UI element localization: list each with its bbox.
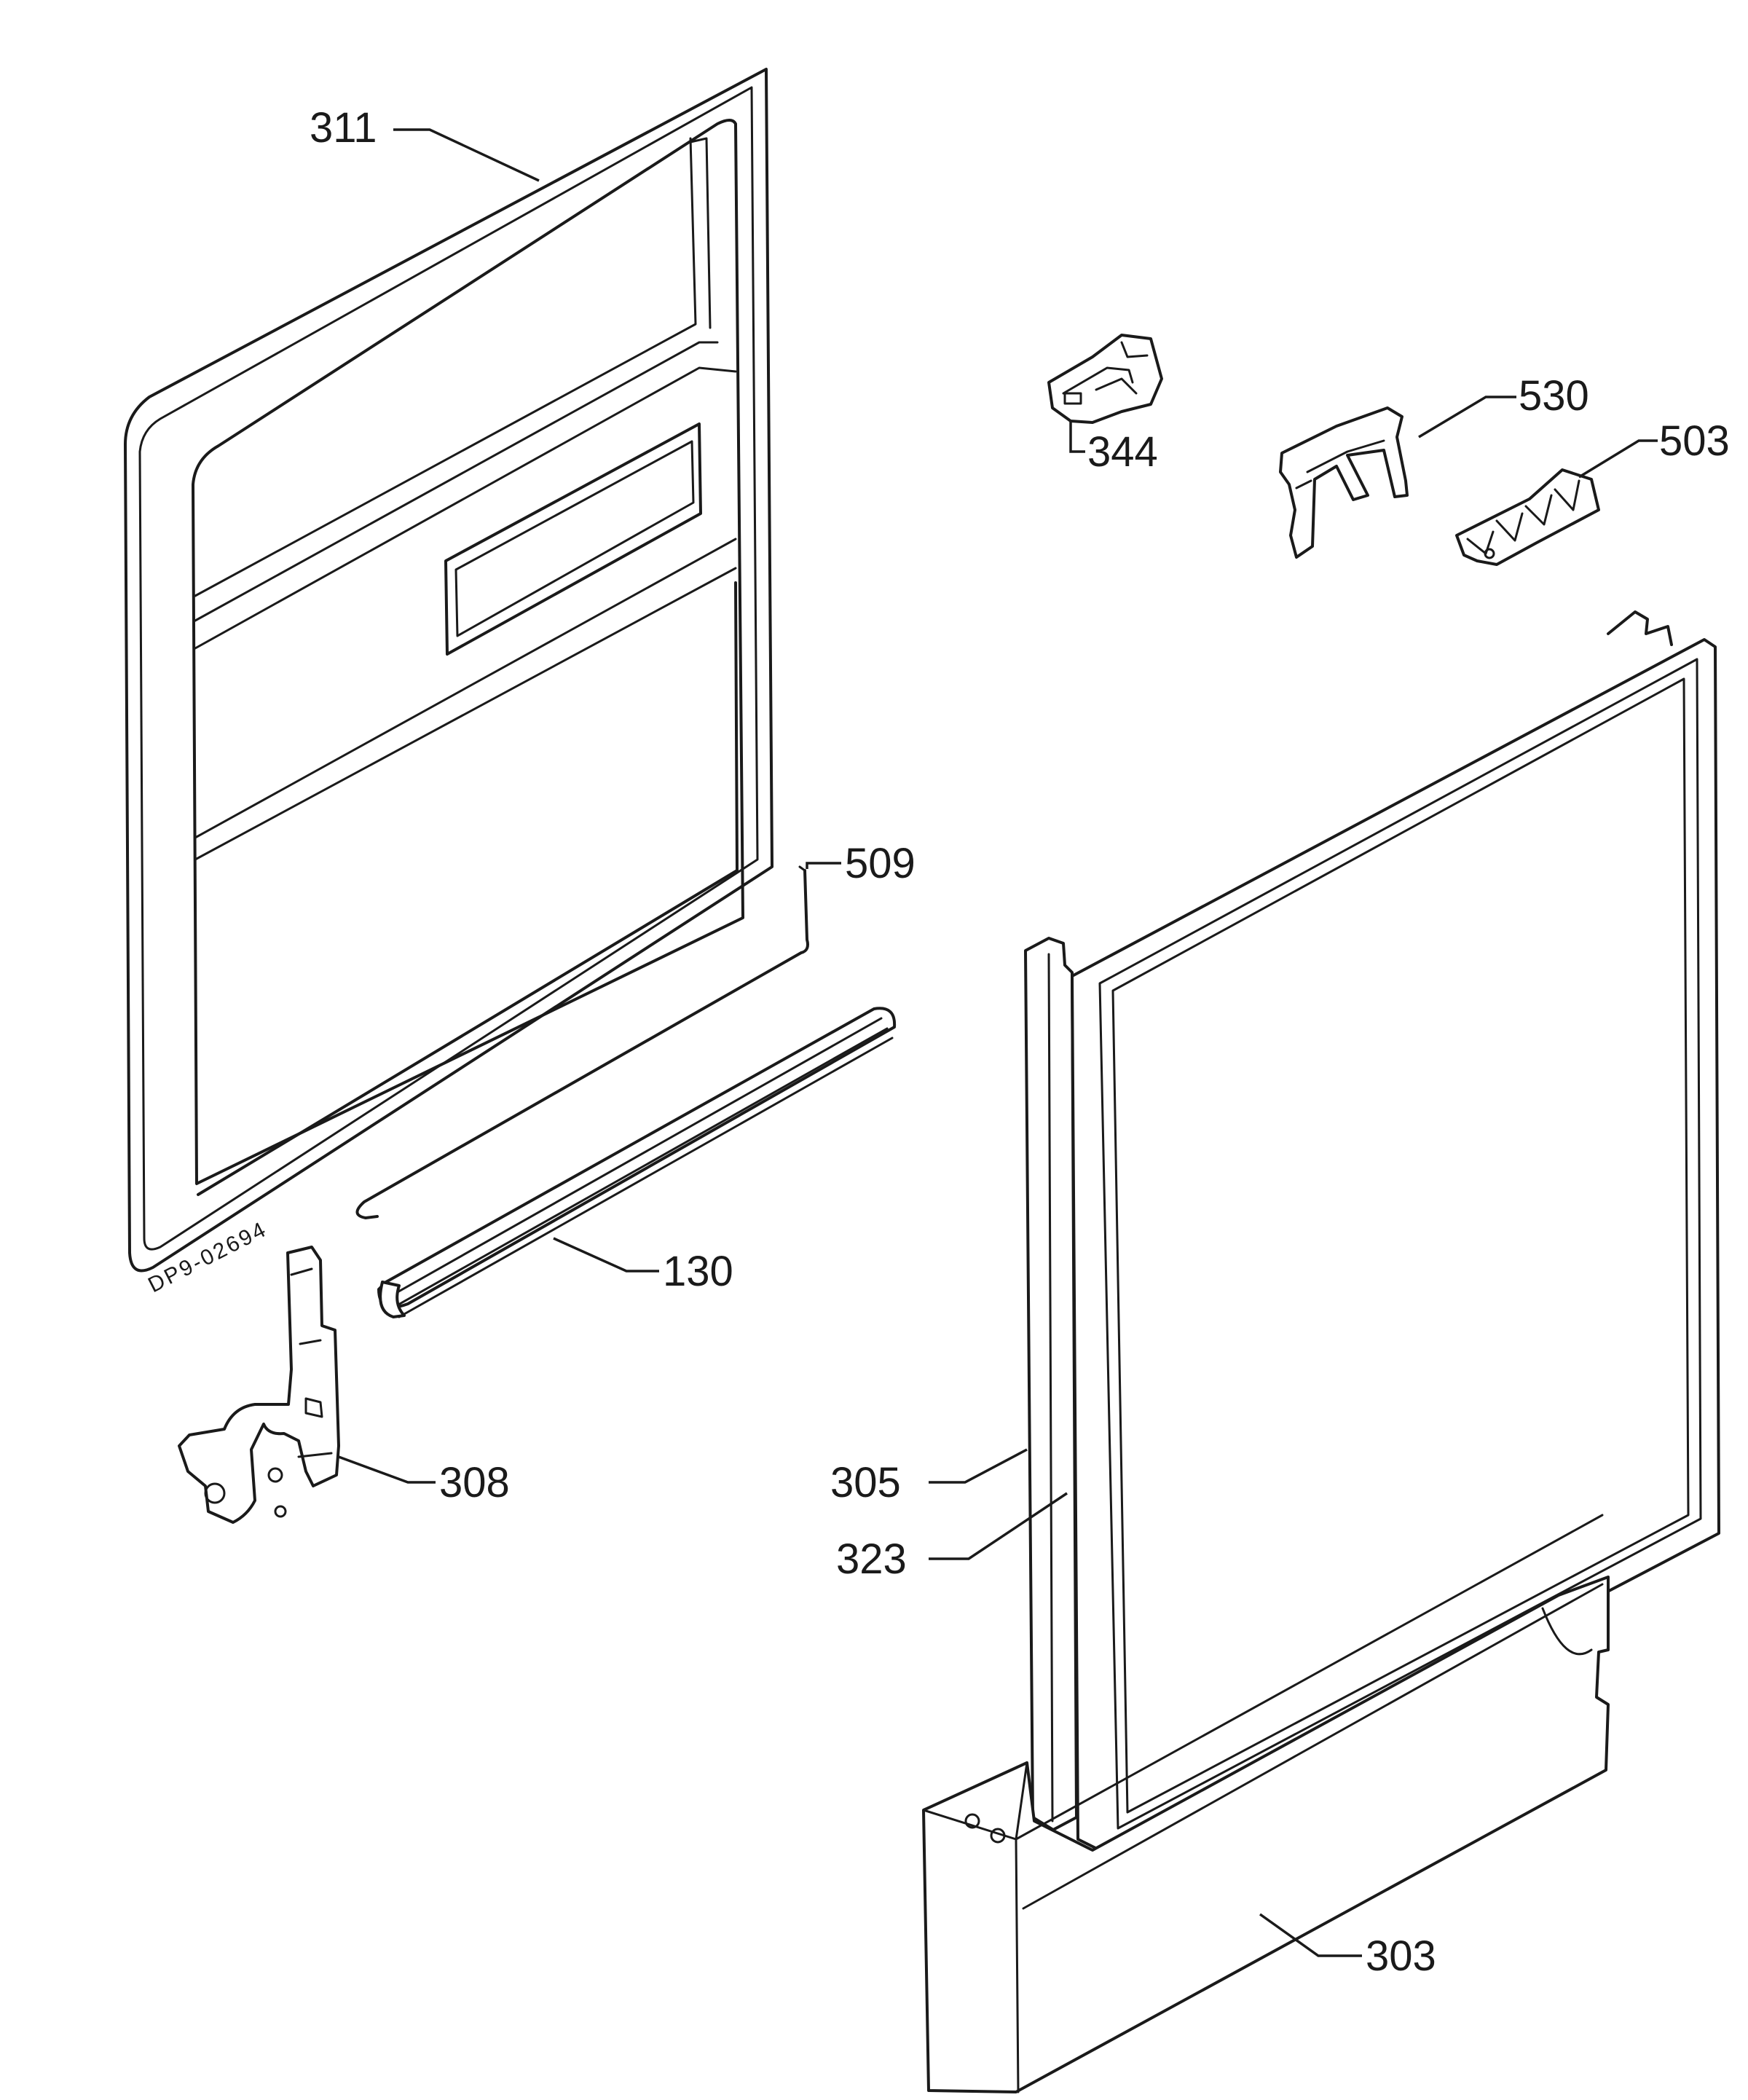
callout-130: 130	[663, 1248, 733, 1295]
callout-509: 509	[845, 840, 916, 887]
holder-503	[1455, 468, 1600, 566]
leader-323	[929, 1492, 1068, 1560]
callout-308: 308	[439, 1459, 510, 1506]
leader-503	[1578, 439, 1658, 479]
drawing-code: DP9-02694	[144, 1217, 271, 1298]
hinge-308	[178, 1246, 340, 1524]
callout-labels: 311 344 530 503 509 130 308 305 323 303	[310, 104, 1730, 1980]
bracket-530	[1279, 406, 1409, 559]
leader-530	[1418, 396, 1516, 439]
callout-303: 303	[1366, 1932, 1436, 1980]
leader-311	[393, 128, 540, 182]
door-seal-frame-323	[1071, 610, 1720, 1855]
callout-323: 323	[836, 1535, 907, 1583]
callout-530: 530	[1519, 372, 1589, 420]
leader-130	[553, 1237, 659, 1273]
bottom-panel-303	[922, 1514, 1610, 2093]
leader-lines	[338, 128, 1658, 1957]
rod-509	[355, 865, 809, 1219]
callout-311: 311	[310, 104, 377, 152]
callout-503: 503	[1659, 417, 1730, 465]
leader-509	[806, 862, 841, 869]
inner-door-panel-311	[124, 68, 773, 1273]
leader-308	[338, 1455, 436, 1484]
leader-305	[929, 1448, 1028, 1484]
callout-344: 344	[1087, 428, 1158, 476]
seal-strip-130	[377, 1007, 897, 1318]
side-profile-305	[1024, 937, 1078, 1831]
leader-303	[1259, 1913, 1362, 1957]
latch-344	[1047, 334, 1163, 453]
callout-305: 305	[830, 1459, 901, 1506]
